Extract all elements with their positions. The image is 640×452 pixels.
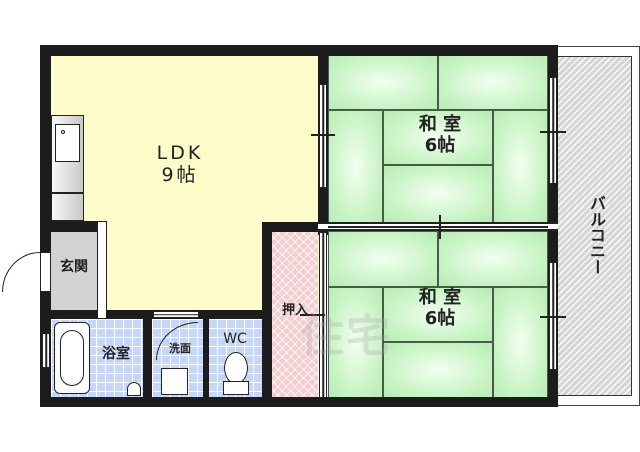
ldk-name: LDK	[156, 142, 204, 164]
genkan-room	[51, 232, 97, 310]
sash-tick	[311, 134, 335, 136]
toilet-tank-icon	[223, 381, 249, 395]
wall-top	[40, 45, 558, 56]
window-bath	[42, 333, 50, 368]
wall-bath-wash	[143, 310, 152, 407]
sash-tick	[540, 131, 566, 133]
closet-room	[272, 232, 318, 398]
washitsu-2-room	[328, 231, 548, 398]
washitsu-2-label: 和 室 6帖	[400, 287, 480, 329]
washitsu-1-label: 和 室 6帖	[400, 114, 480, 156]
ldk-size: 9帖	[161, 163, 199, 186]
wall-genkan-right	[97, 221, 107, 319]
washitsu-1-size: 6帖	[424, 134, 456, 156]
counter-divider	[51, 192, 84, 194]
wall-kitchen-genkan	[40, 221, 107, 232]
wall-closet-top	[262, 222, 328, 232]
washitsu-2-name: 和 室	[418, 287, 462, 308]
sash-tick	[300, 314, 325, 316]
sink-icon	[55, 124, 80, 162]
window-washroom-top	[153, 311, 199, 318]
washbasin-icon	[161, 368, 188, 395]
entrance-door-frame	[40, 252, 51, 292]
closet-label: 押入	[281, 303, 308, 318]
window-washitsu1-east	[549, 77, 557, 184]
genkan-label: 玄関	[60, 259, 88, 275]
washitsu-2-size: 6帖	[424, 307, 456, 329]
sash-tick	[439, 215, 441, 239]
bathroom-label: 浴室	[102, 346, 130, 362]
balcony-label: バルコニー	[587, 195, 606, 275]
washitsu-1-room	[328, 55, 548, 223]
toilet-icon	[224, 352, 248, 384]
bathtub-inner	[60, 330, 84, 386]
window-ldk-east	[319, 84, 327, 188]
ldk-label: LDK 9帖	[150, 142, 210, 187]
divider-line	[328, 226, 548, 228]
watermark: 住宅	[300, 311, 392, 362]
toilet-label: WC	[223, 331, 247, 347]
washitsu-1-name: 和 室	[418, 114, 462, 135]
wall-bottom	[40, 397, 558, 407]
sash-tick	[540, 316, 566, 318]
balcony	[557, 56, 632, 396]
entrance-door[interactable]	[2, 252, 40, 292]
faucet-icon	[61, 130, 65, 134]
bath-drain-icon	[127, 382, 141, 396]
wall-wash-wc	[203, 310, 209, 407]
washroom-label: 洗面	[169, 342, 191, 355]
